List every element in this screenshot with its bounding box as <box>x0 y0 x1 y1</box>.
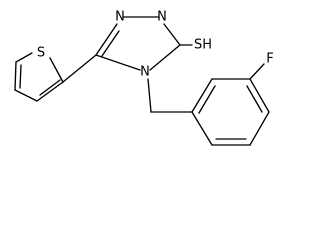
bond-c5-n1 <box>95 23 118 56</box>
sulfur-label: S <box>37 46 45 61</box>
bond-c5-n1-double <box>101 30 120 57</box>
nitrogen-label: N <box>115 10 125 25</box>
bond-c5-thiophene <box>62 54 97 83</box>
bond-thiophene-c5-c4-double <box>19 64 22 89</box>
thiol-label: SH <box>194 38 212 53</box>
atom-labels: N N N S SH F <box>37 10 274 80</box>
bond-benzene-c1-c2-double <box>198 85 216 114</box>
bond-c3-n4 <box>149 44 181 71</box>
bond-n2-c3 <box>163 23 181 46</box>
bond-benzene-c1-c2 <box>191 78 213 113</box>
bond-thiophene-c4-c3 <box>14 89 38 102</box>
bond-benzene-c4-c5 <box>249 111 270 146</box>
nitrogen-label: N <box>140 65 150 80</box>
chemical-structure: N N N S SH F <box>14 10 274 146</box>
bond-thiophene-c3-c2 <box>36 81 64 102</box>
bond-benzene-c6-c1 <box>191 111 213 146</box>
bond-benzene-f <box>249 63 265 80</box>
bond-benzene-c3-c4 <box>249 78 270 113</box>
bond-thiophene-s-c5 <box>15 52 33 63</box>
bond-layer <box>14 16 270 146</box>
bond-n4-ch2 <box>147 78 152 113</box>
bond-thiophene-c2-s <box>49 57 64 83</box>
nitrogen-label: N <box>157 10 167 25</box>
bond-n4-c5 <box>95 54 141 71</box>
bond-benzene-c3-c4-double <box>246 85 263 113</box>
bond-thiophene-c3-c2-double <box>39 79 61 96</box>
fluorine-label: F <box>266 52 273 67</box>
bond-thiophene-c5-c4 <box>14 61 17 91</box>
